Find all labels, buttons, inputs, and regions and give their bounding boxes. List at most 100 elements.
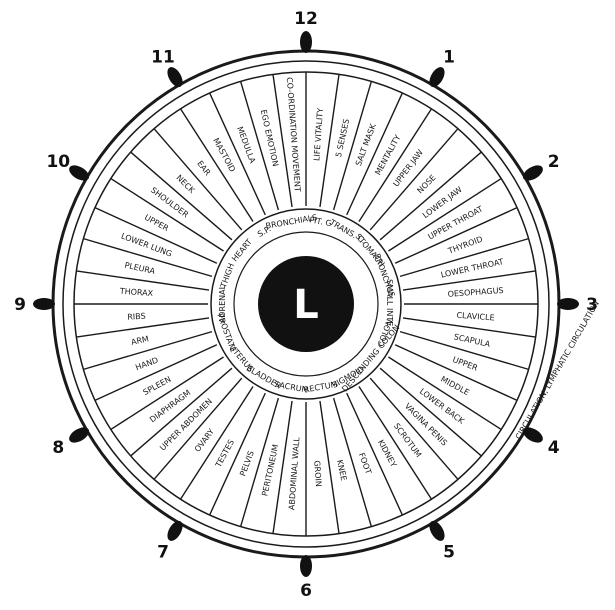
sector-label: Upper bbox=[143, 213, 171, 234]
clock-marker-10 bbox=[69, 165, 90, 181]
inner-ring bbox=[210, 208, 402, 400]
sector-label: Life Vitality bbox=[312, 108, 325, 162]
clock-marker-5 bbox=[429, 520, 445, 541]
clock-number-5: 5 bbox=[443, 543, 455, 563]
sector-divider bbox=[369, 128, 459, 231]
sector-label: Clavicle bbox=[456, 311, 495, 323]
sector-label: Ear bbox=[195, 159, 212, 178]
sector-divider bbox=[394, 206, 518, 264]
sector-divider bbox=[319, 74, 340, 208]
sector-label: Middle bbox=[439, 375, 471, 398]
sector-divider bbox=[239, 397, 280, 527]
sector-divider bbox=[402, 270, 536, 291]
inner-sector-label: Small Inte. bbox=[385, 279, 394, 329]
clock-marker-6 bbox=[300, 555, 312, 577]
inner-sector-label: Heart bbox=[230, 237, 254, 263]
sector-divider bbox=[83, 237, 213, 278]
sector-divider bbox=[399, 330, 529, 371]
sector-label: Spleen bbox=[142, 375, 173, 398]
clock-number-10: 10 bbox=[46, 152, 70, 172]
sector-label: Thorax bbox=[118, 287, 153, 298]
sector-divider bbox=[76, 317, 210, 338]
clock-marker-9 bbox=[33, 298, 55, 310]
sector-divider bbox=[94, 344, 218, 402]
sector-label: Foot bbox=[357, 452, 373, 476]
sector-divider bbox=[346, 392, 404, 516]
inner-sector-label: Descending Colon bbox=[340, 323, 401, 394]
sector-divider bbox=[130, 151, 233, 241]
clock-marker-8 bbox=[69, 427, 90, 443]
inner-sector-label: Pit. G bbox=[309, 215, 333, 228]
sector-divider bbox=[76, 270, 210, 291]
sector-divider bbox=[208, 392, 266, 516]
sector-label: Mentality bbox=[373, 133, 402, 176]
sector-divider bbox=[358, 108, 433, 222]
clock-number-12: 12 bbox=[294, 9, 318, 29]
sector-divider bbox=[94, 206, 218, 264]
clock-marker-1 bbox=[429, 67, 445, 88]
sector-label: Pelvis bbox=[238, 450, 256, 478]
clock-marker-11 bbox=[167, 67, 183, 88]
sector-label: Upper Jaw bbox=[392, 148, 426, 189]
sector-label: Ribs bbox=[127, 311, 146, 321]
sector-divider bbox=[110, 177, 224, 252]
sector-divider bbox=[272, 400, 293, 534]
sector-divider bbox=[369, 377, 459, 480]
sector-divider bbox=[388, 177, 502, 252]
sector-label: Shoulder bbox=[149, 186, 190, 220]
sector-divider bbox=[110, 356, 224, 431]
sector-divider bbox=[399, 237, 529, 278]
sector-label: Oesophagus bbox=[447, 286, 504, 299]
clock-number-4: 4 bbox=[548, 438, 560, 458]
clock-number-2: 2 bbox=[548, 152, 560, 172]
sector-label: Lower Jaw bbox=[421, 185, 464, 220]
clock-marker-7 bbox=[167, 520, 183, 541]
sector-label: Scrotum bbox=[392, 422, 423, 460]
clock-number-8: 8 bbox=[52, 438, 64, 458]
sector-divider bbox=[332, 81, 373, 211]
sector-label: Scapula bbox=[453, 332, 492, 349]
sector-divider bbox=[402, 317, 536, 338]
clock-number-7: 7 bbox=[157, 543, 169, 563]
inner-sector-label: Adrenal bbox=[218, 284, 227, 323]
sector-label: Abdominal Wall bbox=[287, 436, 301, 510]
clock-number-3: 3 bbox=[586, 295, 598, 315]
clock-marker-12 bbox=[300, 31, 312, 53]
sector-divider bbox=[179, 386, 254, 500]
sector-divider bbox=[130, 367, 233, 457]
pupil bbox=[258, 256, 354, 352]
clock-marker-3 bbox=[557, 298, 579, 310]
sector-divider bbox=[83, 330, 213, 371]
inner-sector-label: Thigh bbox=[219, 262, 237, 290]
sector-divider bbox=[239, 81, 280, 211]
sector-label: Upper bbox=[451, 355, 479, 373]
clock-marker-4 bbox=[522, 427, 543, 443]
sector-divider bbox=[153, 377, 243, 480]
sector-divider bbox=[346, 92, 404, 216]
sector-label: Pleura bbox=[124, 261, 157, 276]
sector-label: Medulla bbox=[235, 125, 257, 165]
sector-label: Hand bbox=[134, 356, 159, 373]
clock-marker-2 bbox=[522, 165, 543, 181]
clock-markers bbox=[33, 31, 579, 577]
outer-ring-inner-edge bbox=[62, 60, 550, 548]
sector-divider bbox=[208, 92, 266, 216]
sector-divider bbox=[319, 400, 340, 534]
clock-number-9: 9 bbox=[14, 295, 26, 315]
sector-divider bbox=[179, 108, 254, 222]
sector-divider bbox=[272, 74, 293, 208]
sector-divider bbox=[394, 344, 518, 402]
sector-label: Groin bbox=[312, 460, 323, 487]
sector-divider bbox=[153, 128, 243, 231]
center-letter: L bbox=[293, 282, 319, 328]
stomach-ring bbox=[233, 231, 379, 377]
sector-divider bbox=[379, 151, 482, 241]
sector-divider bbox=[332, 397, 373, 527]
sector-label: 5 Senses bbox=[334, 118, 351, 158]
sector-divider bbox=[379, 367, 482, 457]
sector-divider bbox=[388, 356, 502, 431]
sector-divider bbox=[358, 386, 433, 500]
sector-dividers bbox=[74, 72, 538, 536]
